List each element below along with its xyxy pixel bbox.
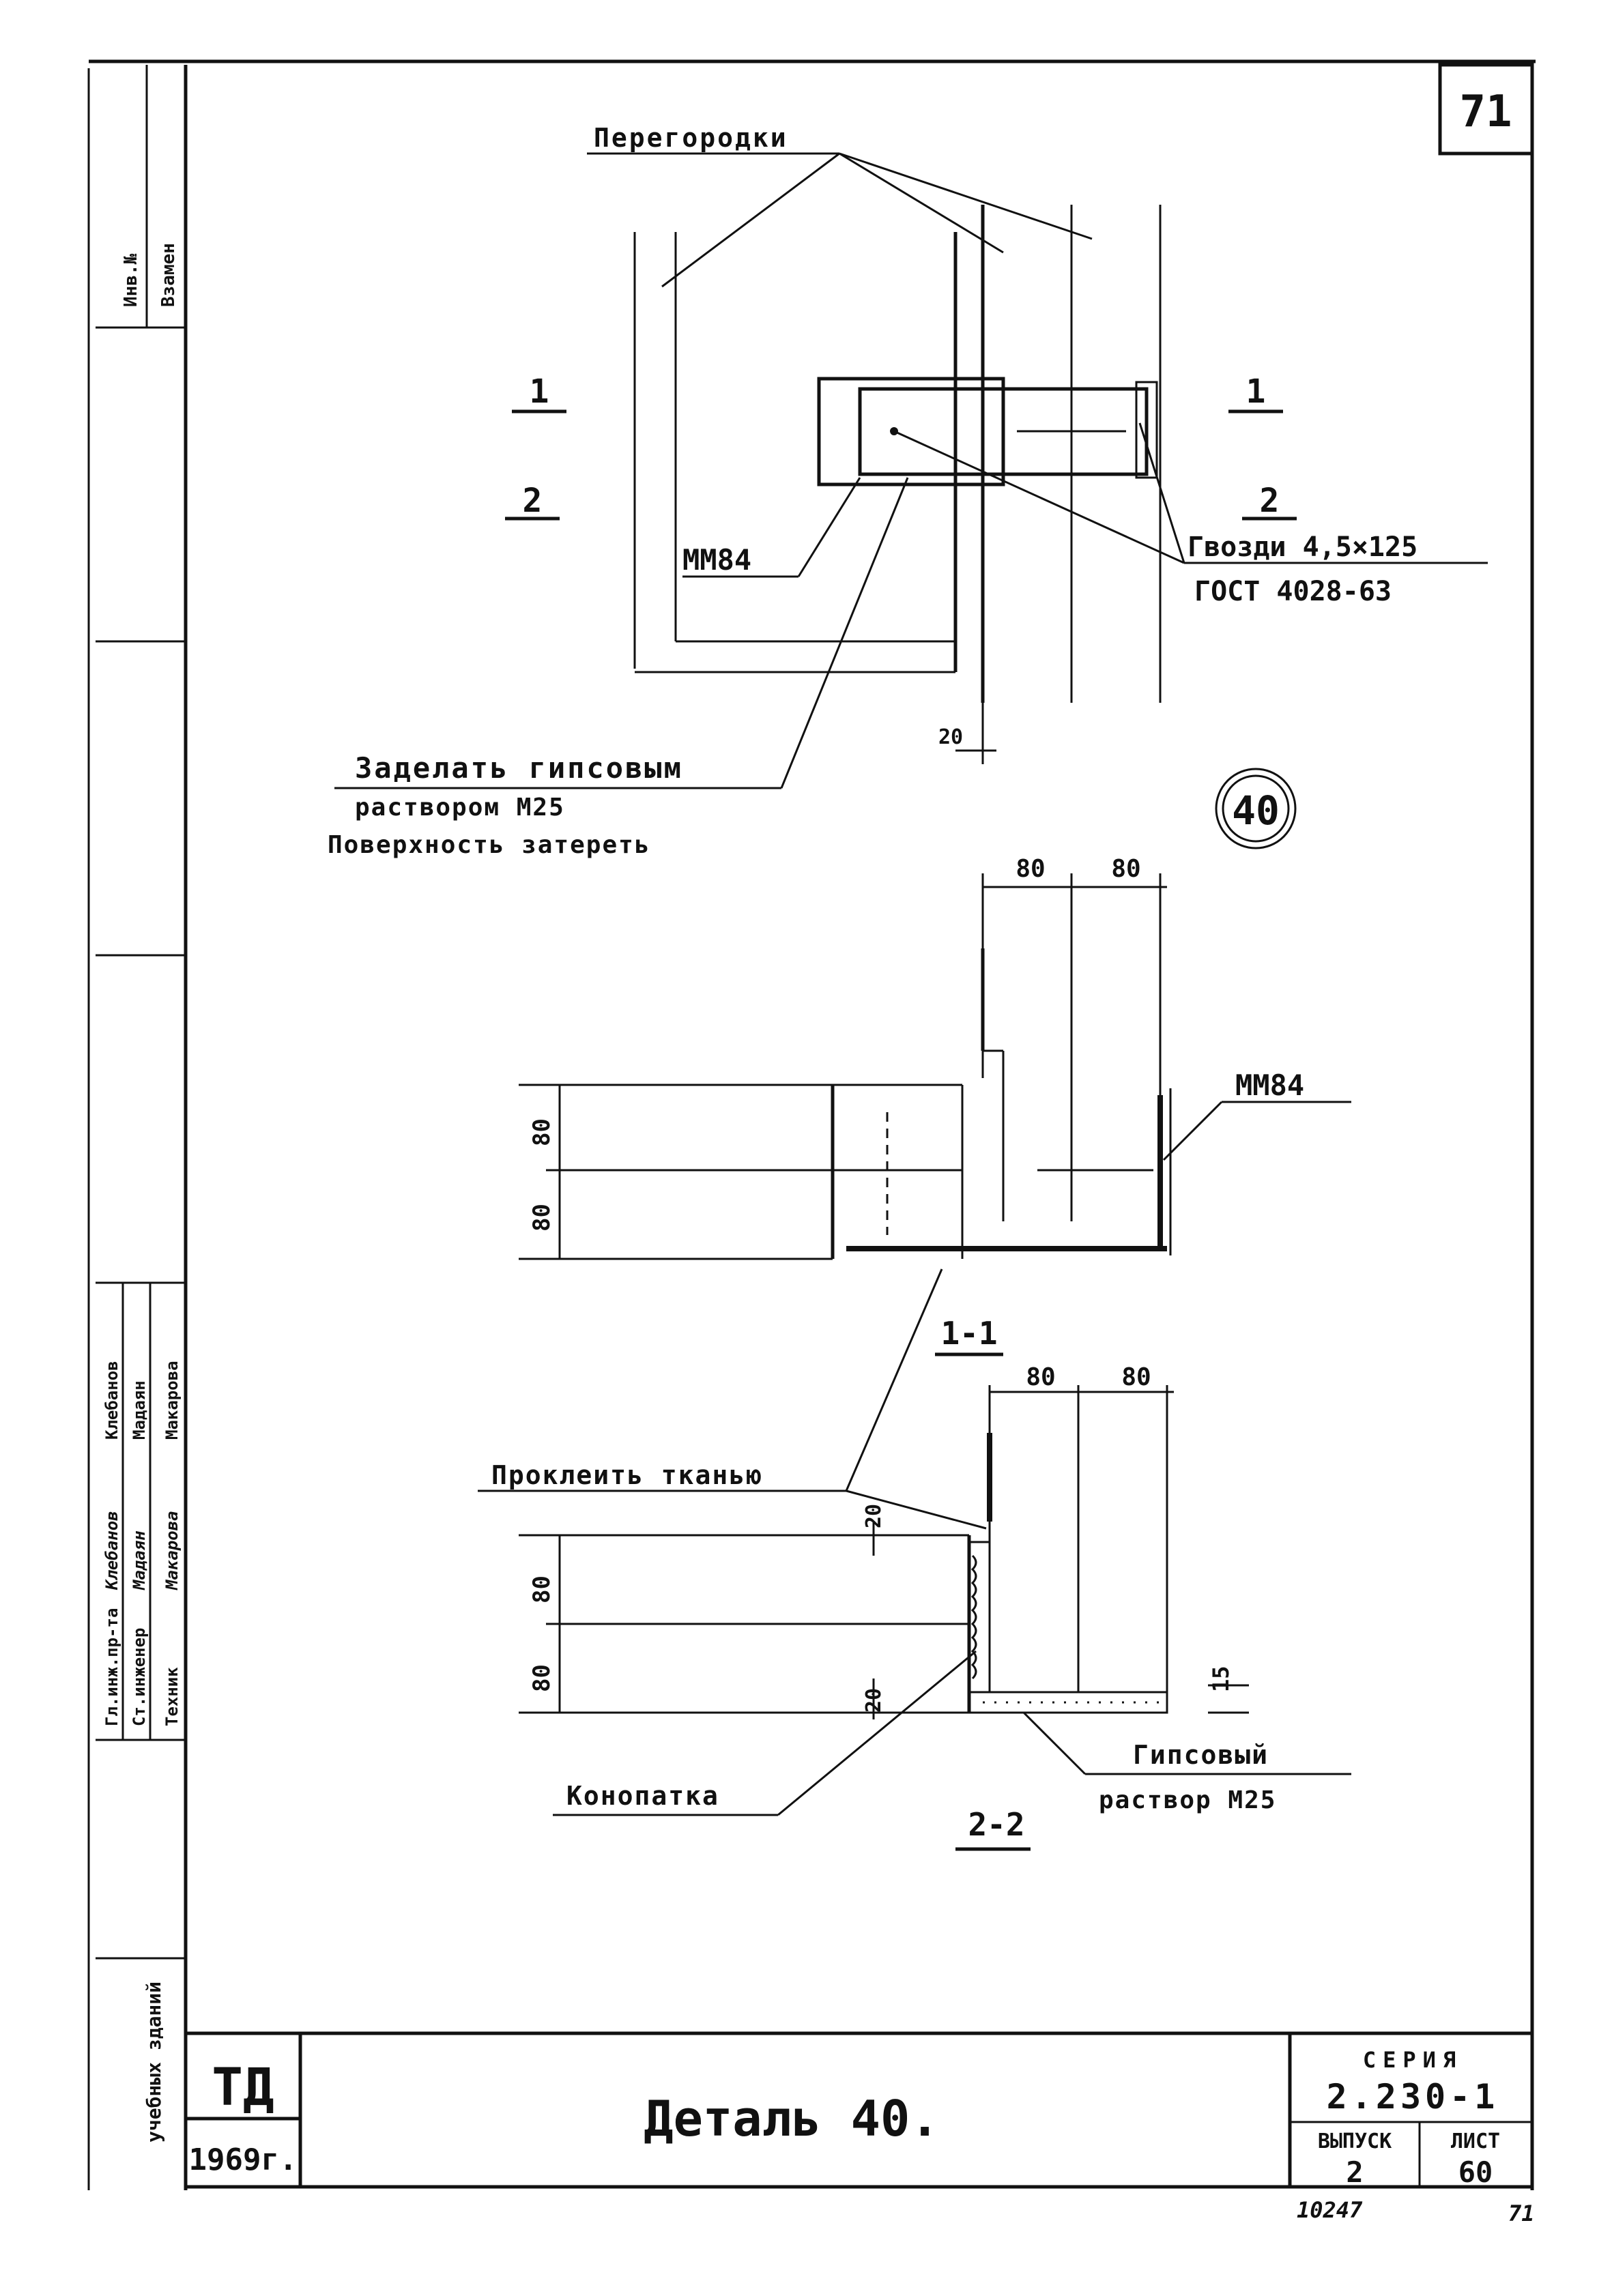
s2-dim-left-b: 80: [528, 1664, 556, 1692]
signature-1: Клебанов: [102, 1511, 121, 1590]
s1-dim-left-b: 80: [528, 1204, 556, 1232]
s2-dim-top-b: 80: [1121, 1363, 1151, 1391]
bottom-page: 71: [1508, 2200, 1535, 2226]
plan-view: Перегородки 1 2 1 2 ММ84 Г: [328, 123, 1488, 859]
sheet-number: 71: [1459, 87, 1512, 137]
fabric-label: Проклеить тканью: [491, 1460, 763, 1490]
vzamen-label: Взамен: [158, 243, 179, 307]
role-2: Ст.инженер: [130, 1628, 149, 1727]
s2-dim-15: 15: [1208, 1666, 1234, 1692]
s2-dim-left-a: 80: [528, 1575, 556, 1603]
nails-label-2: ГОСТ 4028-63: [1194, 576, 1392, 607]
detail-mark-number: 40: [1232, 787, 1280, 834]
signature-3: Макарова: [162, 1511, 182, 1590]
series-value: 2.230-1: [1327, 2077, 1499, 2117]
year: 1969г.: [189, 2142, 298, 2177]
fill-label-3: Поверхность затереть: [328, 831, 650, 859]
section-1-1: 80 80 80 80 ММ84 1-1: [519, 855, 1351, 1356]
s1-dim-top-a: 80: [1016, 855, 1045, 883]
caulk-label: Конопатка: [566, 1781, 719, 1811]
fill-label-2: раствором М25: [355, 794, 565, 822]
mm84-plan-label: ММ84: [682, 543, 751, 577]
mm84-section-label: ММ84: [1235, 1069, 1304, 1102]
s1-dim-left-a: 80: [528, 1118, 556, 1146]
s2-dim-top-a: 80: [1026, 1363, 1055, 1391]
cut-mark-top-right: 1: [1246, 373, 1266, 411]
plan-dim-20: 20: [938, 725, 963, 749]
detail-mark: 40: [1215, 768, 1297, 849]
sheet-label: ЛИСТ: [1451, 2130, 1500, 2153]
title-block: ТД 1969г. Деталь 40. СЕРИЯ 2.230-1 ВЫПУС…: [186, 2031, 1535, 2226]
archive-number: 10247: [1297, 2197, 1363, 2223]
nails-label-1: Гвозди 4,5×125: [1188, 532, 1417, 563]
cut-mark-bottom-left: 2: [523, 482, 543, 520]
cut-mark-top-left: 1: [530, 373, 549, 411]
org-text: учебных зданий: [143, 1981, 165, 2142]
name-2: Мадаян: [130, 1380, 149, 1440]
sheet-number-box: 71: [1438, 63, 1534, 156]
stamp-code: ТД: [212, 2057, 274, 2117]
gypsum-label-2: раствор М25: [1099, 1786, 1276, 1814]
sheet-title: Деталь 40.: [644, 2090, 939, 2147]
issue-value: 2: [1346, 2155, 1363, 2189]
name-1: Клебанов: [102, 1361, 121, 1440]
series-label: СЕРИЯ: [1363, 2047, 1463, 2073]
section-1-1-title: 1-1: [940, 1315, 997, 1352]
section-2-2-title: 2-2: [968, 1806, 1024, 1843]
inv-no-label: Инв.№: [121, 253, 141, 307]
side-stamp: Инв.№ Взамен Гл.инж.пр-та Ст.инженер Тех…: [96, 65, 186, 2142]
partitions-label: Перегородки: [594, 123, 788, 153]
s1-dim-top-b: 80: [1111, 855, 1140, 883]
sheet-value: 60: [1458, 2155, 1493, 2189]
fill-label-1: Заделать гипсовым: [355, 751, 683, 785]
gypsum-label-1: Гипсовый: [1133, 1740, 1269, 1770]
cut-mark-bottom-right: 2: [1260, 482, 1280, 520]
issue-label: ВЫПУСК: [1318, 2130, 1392, 2153]
section-2-2: 80 80 80 80 20 20 15 Проклеить тканью: [478, 1268, 1351, 1851]
role-1: Гл.инж.пр-та: [102, 1608, 121, 1726]
role-3: Техник: [162, 1667, 182, 1726]
sheet-frame: [87, 59, 1536, 2190]
signature-2: Мадаян: [130, 1530, 149, 1590]
name-3: Макарова: [162, 1361, 182, 1440]
